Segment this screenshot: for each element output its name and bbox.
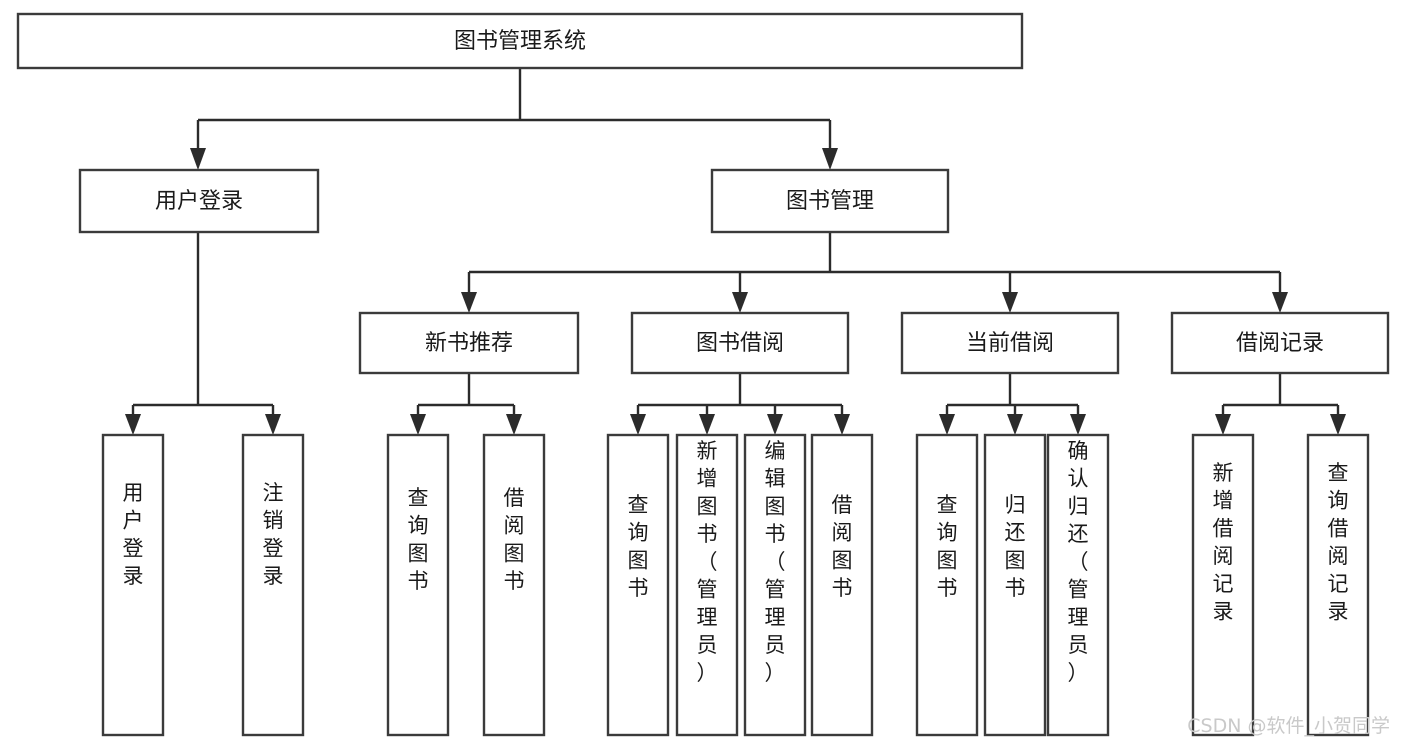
leaf-borrow-book-2-box[interactable] [810,433,874,737]
node-current-borrow-label: 当前借阅 [966,331,1054,356]
arrow-head-icon [265,414,281,435]
node-book-borrow[interactable]: 图书借阅 [630,311,850,375]
edge-group-borrowrecord-leaves [1215,373,1346,435]
arrow-head-icon [461,292,477,313]
arrow-head-icon [506,414,522,435]
node-root-label: 图书管理系统 [454,29,586,54]
leaf-add-book-box[interactable] [675,433,739,737]
leaf-add-record-label: 新增借阅记录 [1213,461,1234,624]
leaf-add-book-label: 新增图书（管理员） [697,439,718,685]
edge-group-newbook-leaves [410,373,522,435]
leaf-logout-login[interactable]: 注销登录 [241,433,305,737]
arrow-head-icon [732,292,748,313]
leaf-return-book-box[interactable] [983,433,1047,737]
arrow-head-icon [699,414,715,435]
leaf-add-book[interactable]: 新增图书（管理员） [675,433,739,737]
arrow-head-icon [1070,414,1086,435]
leaf-edit-book-box[interactable] [743,433,807,737]
node-user-login-label: 用户登录 [155,189,243,214]
node-current-borrow[interactable]: 当前借阅 [900,311,1120,375]
arrow-head-icon [410,414,426,435]
node-borrow-record[interactable]: 借阅记录 [1170,311,1390,375]
leaf-query-book-3-box[interactable] [915,433,979,737]
leaf-return-book-label: 归还图书 [1005,493,1026,600]
node-new-book-recommend[interactable]: 新书推荐 [358,311,580,375]
leaf-query-book-2-box[interactable] [606,433,670,737]
node-borrow-record-box[interactable] [1170,311,1390,375]
node-book-management[interactable]: 图书管理 [710,168,950,234]
leaf-borrow-book-1[interactable]: 借阅图书 [482,433,546,737]
leaf-edit-book-label: 编辑图书（管理员） [765,439,786,685]
leaf-query-book-3-label: 查询图书 [937,493,958,600]
node-new-book-recommend-box[interactable] [358,311,580,375]
leaf-user-login-label: 用户登录 [123,481,144,588]
leaf-return-book[interactable]: 归还图书 [983,433,1047,737]
leaf-borrow-book-2[interactable]: 借阅图书 [810,433,874,737]
leaf-query-book-1-box[interactable] [386,433,450,737]
node-current-borrow-box[interactable] [900,311,1120,375]
leaf-logout-login-box[interactable] [241,433,305,737]
arrow-head-icon [1002,292,1018,313]
leaf-add-record-box[interactable] [1191,433,1255,737]
leaf-logout-login-label: 注销登录 [263,481,284,588]
arrow-head-icon [190,148,206,170]
leaf-borrow-book-1-label: 借阅图书 [504,486,525,593]
watermark-text: CSDN @软件_小贺同学 [1187,715,1390,737]
arrow-head-icon [1007,414,1023,435]
edge-group-root [190,68,838,170]
arrow-head-icon [767,414,783,435]
leaf-borrow-book-2-label: 借阅图书 [832,493,853,600]
arrow-head-icon [1215,414,1231,435]
leaf-user-login[interactable]: 用户登录 [101,433,165,737]
node-book-management-box[interactable] [710,168,950,234]
leaf-query-book-1-label: 查询图书 [408,486,429,593]
node-user-login[interactable]: 用户登录 [78,168,320,234]
leaf-query-book-3[interactable]: 查询图书 [915,433,979,737]
node-book-borrow-label: 图书借阅 [696,331,784,356]
node-new-book-recommend-label: 新书推荐 [425,331,513,356]
leaf-borrow-book-1-box[interactable] [482,433,546,737]
leaf-query-record-label: 查询借阅记录 [1328,461,1349,624]
node-book-borrow-box[interactable] [630,311,850,375]
node-book-management-label: 图书管理 [786,189,874,214]
leaf-confirm-return-box[interactable] [1046,433,1110,737]
edge-group-bookborrow-leaves [630,373,850,435]
leaf-query-book-2-label: 查询图书 [628,493,649,600]
arrow-head-icon [834,414,850,435]
leaf-user-login-box[interactable] [101,433,165,737]
arrow-head-icon [1272,292,1288,313]
arrow-head-icon [939,414,955,435]
node-root[interactable]: 图书管理系统 [16,12,1024,70]
arrow-head-icon [1330,414,1346,435]
edge-group-user-login-leaves [125,232,281,435]
arrow-head-icon [822,148,838,170]
leaf-query-book-1[interactable]: 查询图书 [386,433,450,737]
arrow-head-icon [630,414,646,435]
node-borrow-record-label: 借阅记录 [1236,331,1324,356]
edge-group-book-management [461,232,1288,313]
leaf-edit-book[interactable]: 编辑图书（管理员） [743,433,807,737]
leaf-query-book-2[interactable]: 查询图书 [606,433,670,737]
leaf-query-record-box[interactable] [1306,433,1370,737]
leaf-query-record[interactable]: 查询借阅记录 [1306,433,1370,737]
arrow-head-icon [125,414,141,435]
leaf-add-record[interactable]: 新增借阅记录 [1191,433,1255,737]
node-user-login-box[interactable] [78,168,320,234]
edge-group-currentborrow-leaves [939,373,1086,435]
leaf-confirm-return-label: 确认归还（管理员） [1068,439,1089,685]
node-root-box[interactable] [16,12,1024,70]
leaf-confirm-return[interactable]: 确认归还（管理员） [1046,433,1110,737]
